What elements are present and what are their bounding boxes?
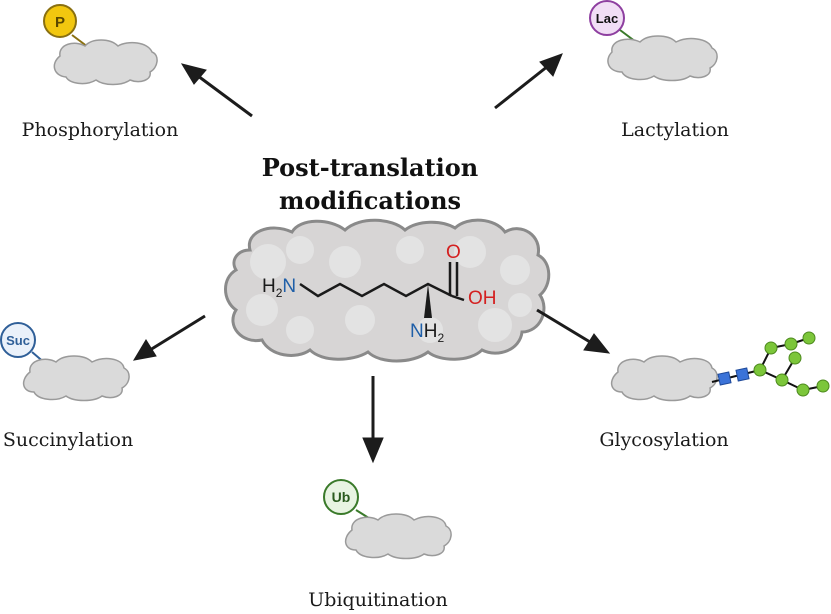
mannose-circle [753, 363, 767, 377]
arrows [133, 53, 611, 464]
module-succinylation: Suc Succinylation [0, 322, 133, 451]
mannose-circle [802, 331, 816, 345]
phosphate-badge [43, 4, 77, 38]
label-succinylation: Succinylation [3, 429, 133, 451]
mannose-circle [788, 351, 802, 365]
lactyl-badge [589, 0, 625, 36]
arrow-to-glycosylation [536, 308, 611, 354]
small-protein-phosphorylation [53, 39, 158, 86]
mannose-circle [816, 379, 830, 393]
amine-left-h: H2N [262, 276, 296, 300]
glcnac-square-1 [717, 371, 732, 386]
label-glycosylation: Glycosylation [599, 429, 728, 451]
alpha-amine: NH2 [410, 321, 444, 345]
lactyl-badge-label: Lac [596, 11, 618, 26]
phosphate-badge-label: P [55, 14, 65, 31]
title-line-1: Post-translation [262, 153, 479, 182]
glycan-circles [753, 331, 830, 397]
label-lactylation: Lactylation [621, 119, 729, 141]
title-line-2: modifications [279, 186, 461, 215]
mannose-circle [784, 337, 798, 351]
ubiquitin-badge [323, 479, 359, 515]
lysine-chain [299, 282, 453, 298]
label-ubiquitination: Ubiquitination [308, 589, 447, 611]
small-protein-succinylation [22, 355, 130, 402]
mannose-circle [764, 341, 778, 355]
carbonyl-oxygen: O [446, 242, 461, 263]
arrow-to-lactylation [494, 53, 563, 110]
arrow-to-phosphorylation [180, 63, 253, 118]
succinyl-badge-label: Suc [6, 333, 30, 348]
module-phosphorylation: P Phosphorylation [22, 4, 179, 141]
mannose-circle [796, 383, 810, 397]
mannose-circle [775, 373, 789, 387]
arrow-to-ubiquitination [362, 376, 384, 464]
hydroxyl-group: OH [468, 288, 497, 309]
module-ubiquitination: Ub Ubiquitination [308, 479, 452, 611]
central-protein: H2N O OH NH2 [224, 218, 551, 363]
succinyl-badge [0, 322, 36, 358]
diagram-title: Post-translation modifications [262, 153, 479, 215]
small-protein-ubiquitination [344, 513, 452, 560]
glycan-squares [717, 367, 750, 386]
hydroxyl-bond [451, 294, 465, 302]
arrow-to-succinylation [133, 314, 206, 361]
ubiquitin-badge-label: Ub [332, 489, 351, 505]
lysine-structure: H2N O OH NH2 [262, 242, 497, 345]
module-lactylation: Lac Lactylation [589, 0, 729, 141]
module-glycosylation: Glycosylation [599, 331, 830, 451]
small-protein-lactylation [607, 35, 718, 82]
wedge-bond [424, 284, 432, 318]
glcnac-square-2 [735, 367, 750, 382]
label-phosphorylation: Phosphorylation [22, 119, 179, 141]
small-protein-glycosylation [610, 355, 718, 402]
protein-texture [246, 236, 532, 344]
